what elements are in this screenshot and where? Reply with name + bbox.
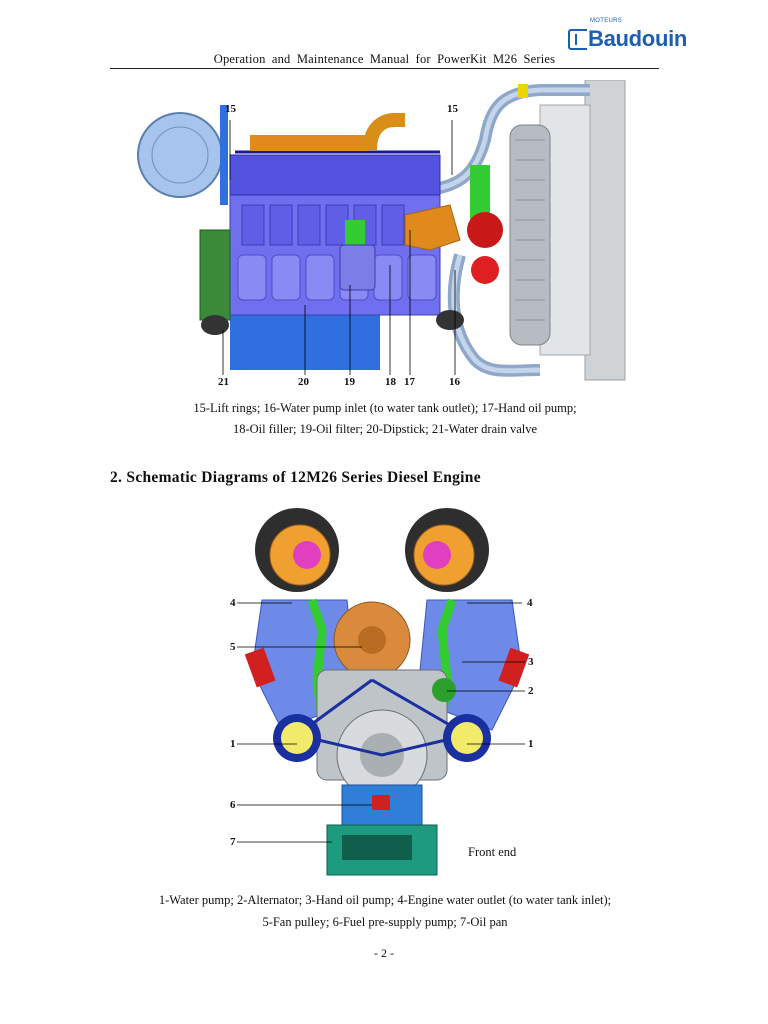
fig1-callout-20: 20 [298, 376, 309, 388]
fig2-callout-5: 5 [230, 641, 236, 653]
section-heading: 2. Schematic Diagrams of 12M26 Series Di… [110, 469, 481, 486]
header-rule [110, 68, 659, 69]
fig1-callout-15-right: 15 [447, 103, 458, 115]
fig1-callout-15-left: 15 [225, 103, 236, 115]
page-number: - 2 - [374, 946, 394, 960]
logo-icon [568, 28, 587, 50]
figure2-caption-line1: 1-Water pump; 2-Alternator; 3-Hand oil p… [158, 893, 612, 907]
fig2-callout-6: 6 [230, 799, 236, 811]
fig1-callout-21: 21 [218, 376, 229, 388]
fig1-callout-17: 17 [404, 376, 415, 388]
engine-front-schematic-figure [237, 508, 530, 876]
brand-logo: MOTEURS Baudouin [568, 18, 688, 52]
fig2-callout-7: 7 [230, 836, 236, 848]
engine-side-view-figure [137, 80, 626, 381]
figure1-caption-line2: 18-Oil filler; 19-Oil filter; 20-Dipstic… [232, 422, 538, 436]
fig2-callout-2: 2 [528, 685, 534, 697]
fig2-callout-1-right: 1 [528, 738, 534, 750]
logo-wordmark: Baudouin [588, 26, 688, 51]
figure2-caption-line2: 5-Fan pulley; 6-Fuel pre-supply pump; 7-… [262, 915, 508, 929]
front-end-label: Front end [468, 845, 517, 859]
fig1-callout-19: 19 [344, 376, 355, 388]
fig2-callout-4-left: 4 [230, 597, 236, 609]
fig1-callout-16: 16 [449, 376, 460, 388]
fig2-callout-3: 3 [528, 656, 534, 668]
running-header: Operation and Maintenance Manual for Pow… [213, 52, 556, 66]
fig1-callout-18: 18 [385, 376, 396, 388]
fig2-callout-4-right: 4 [527, 597, 533, 609]
logo-small-text: MOTEURS [590, 18, 623, 24]
figure1-caption-line1: 15-Lift rings; 16-Water pump inlet (to w… [193, 401, 577, 415]
fig2-callout-1-left: 1 [230, 738, 236, 750]
